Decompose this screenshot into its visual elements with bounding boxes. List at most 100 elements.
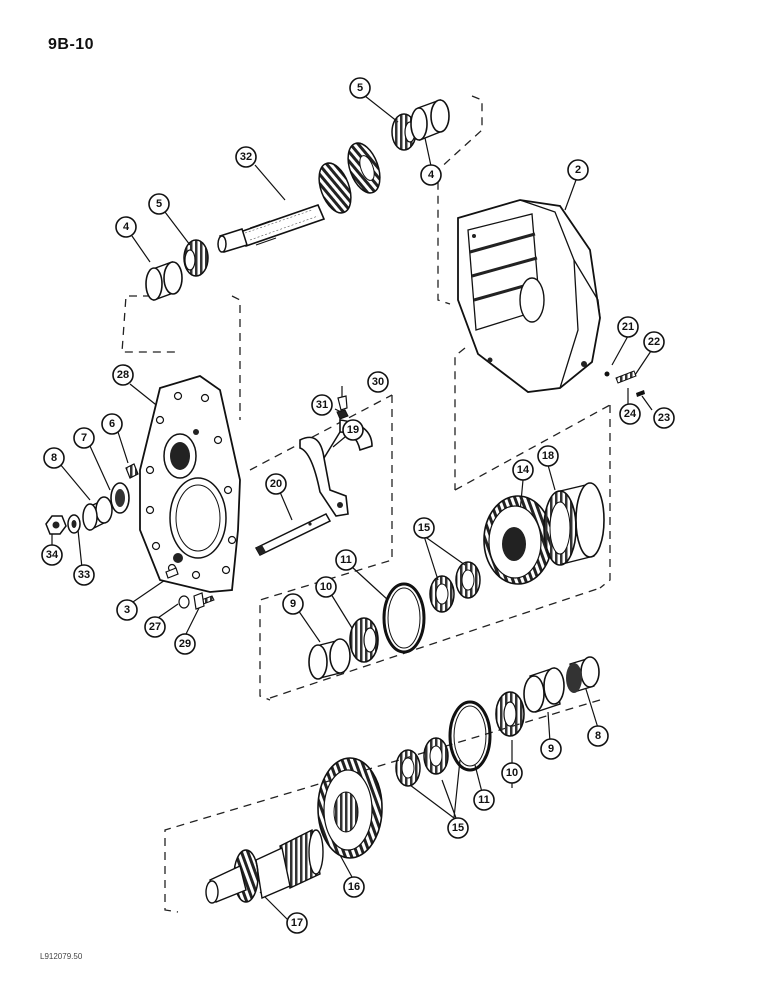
- gear-16: [317, 757, 383, 859]
- callout-6: 6: [109, 418, 115, 430]
- callout-circle-4-lower: [115, 216, 137, 238]
- output-shaft-17: [205, 828, 324, 904]
- callout-circle-22: [643, 331, 665, 353]
- front-cover-plate-28: [139, 375, 241, 593]
- drawing-id: L912079.50: [40, 952, 83, 961]
- callout-circle-17: [286, 912, 308, 934]
- bearing-cone-10-lower: [495, 691, 525, 737]
- callout-circle-20: [265, 473, 287, 495]
- callout-circle-18: [537, 445, 559, 467]
- callout-14: 14: [517, 464, 530, 476]
- callout-circle-28: [112, 364, 134, 386]
- callout-29: 29: [179, 638, 191, 650]
- callout-33: 33: [78, 569, 90, 581]
- callout-circle-27: [144, 616, 166, 638]
- callout-circle-4-upper: [420, 164, 442, 186]
- callout-circle-8-rear: [587, 725, 609, 747]
- callout-circle-11-lower: [473, 789, 495, 811]
- bearing-cup-9-lower: [523, 667, 565, 713]
- dashed-group-lines: [121, 95, 611, 913]
- callout-10-upper: 10: [320, 581, 332, 593]
- callout-circle-5-lower: [148, 193, 170, 215]
- callout-9-lower: 9: [548, 743, 554, 755]
- dowel-pin-3: [165, 567, 179, 579]
- callout-28: 28: [117, 369, 129, 381]
- bearing-cup-4-upper: [410, 99, 450, 142]
- callout-32: 32: [240, 151, 252, 163]
- bearing-cone-10-upper: [349, 617, 379, 663]
- synchronizer-collar-18: [543, 482, 605, 566]
- callout-8-front: 8: [51, 452, 57, 464]
- gear-14: [483, 495, 553, 585]
- callout-8-rear: 8: [595, 730, 601, 742]
- callout-circle-31: [311, 394, 333, 416]
- detent-parts-21-22-23-24: [604, 370, 645, 397]
- callout-circle-9-upper: [282, 593, 304, 615]
- page-code: 9B-10: [48, 36, 95, 53]
- input-shaft-32: [217, 142, 381, 253]
- bolt-29: [193, 592, 215, 610]
- callout-circle-21: [617, 316, 639, 338]
- callout-7: 7: [81, 432, 87, 444]
- needle-bearing-15-lower: [395, 737, 449, 787]
- bearing-cone-5-lower: [183, 239, 209, 277]
- callout-circle-3: [116, 599, 138, 621]
- callout-circle-34: [41, 544, 63, 566]
- callout-circle-32: [235, 146, 257, 168]
- callout-16: 16: [348, 881, 360, 893]
- washer-27: [178, 595, 190, 609]
- callout-circle-15-upper: [413, 517, 435, 539]
- callout-10-lower: 10: [506, 767, 518, 779]
- callout-22: 22: [648, 336, 660, 348]
- callout-11-lower: 11: [478, 794, 490, 806]
- callout-circle-15-lower: [447, 817, 469, 839]
- callout-circle-9-lower: [540, 738, 562, 760]
- callout-circle-11-upper: [335, 549, 357, 571]
- needle-bearing-15-upper: [429, 561, 481, 613]
- transfer-housing-2: [457, 199, 601, 393]
- plug-6: [125, 463, 139, 479]
- nut-34: [45, 515, 67, 535]
- callout-circle-23: [653, 407, 675, 429]
- callout-circle-30: [367, 371, 389, 393]
- callout-circle-8-front: [43, 447, 65, 469]
- callout-circle-14: [512, 459, 534, 481]
- snap-ring-11-upper: [382, 582, 426, 654]
- callout-circle-29: [174, 633, 196, 655]
- callout-9-upper: 9: [290, 598, 296, 610]
- callout-11-upper: 11: [340, 554, 352, 566]
- bearing-cup-8-front: [82, 496, 113, 531]
- callout-31: 31: [316, 399, 328, 411]
- callout-circle-10-upper: [315, 576, 337, 598]
- callout-17: 17: [291, 917, 303, 929]
- callout-5-upper: 5: [357, 82, 363, 94]
- bearing-cup-4-lower: [145, 261, 183, 301]
- callout-circle-16: [343, 876, 365, 898]
- callout-19: 19: [347, 424, 359, 436]
- washer-33: [67, 514, 81, 534]
- callout-circle-6: [101, 413, 123, 435]
- callout-circle-10-lower: [501, 762, 523, 784]
- callout-24: 24: [624, 408, 637, 420]
- callout-circle-7: [73, 427, 95, 449]
- callout-2: 2: [575, 164, 581, 176]
- snap-ring-11-lower: [448, 700, 492, 772]
- bearing-cup-8-rear: [566, 656, 600, 693]
- callout-circle-33: [73, 564, 95, 586]
- callout-30: 30: [372, 376, 384, 388]
- callout-15-lower: 15: [452, 822, 464, 834]
- bearing-cup-9-upper: [308, 638, 351, 680]
- lock-nut-31: [336, 409, 349, 420]
- callout-18: 18: [542, 450, 554, 462]
- callout-20: 20: [270, 478, 282, 490]
- callout-23: 23: [658, 412, 670, 424]
- callout-4-lower: 4: [123, 221, 130, 233]
- callout-34: 34: [46, 549, 59, 561]
- callout-5-lower: 5: [156, 198, 162, 210]
- callout-27: 27: [149, 621, 161, 633]
- callout-15-upper: 15: [418, 522, 430, 534]
- callout-circle-24: [619, 403, 641, 425]
- shift-rod-20: [254, 513, 332, 556]
- callout-circle-19: [342, 419, 364, 441]
